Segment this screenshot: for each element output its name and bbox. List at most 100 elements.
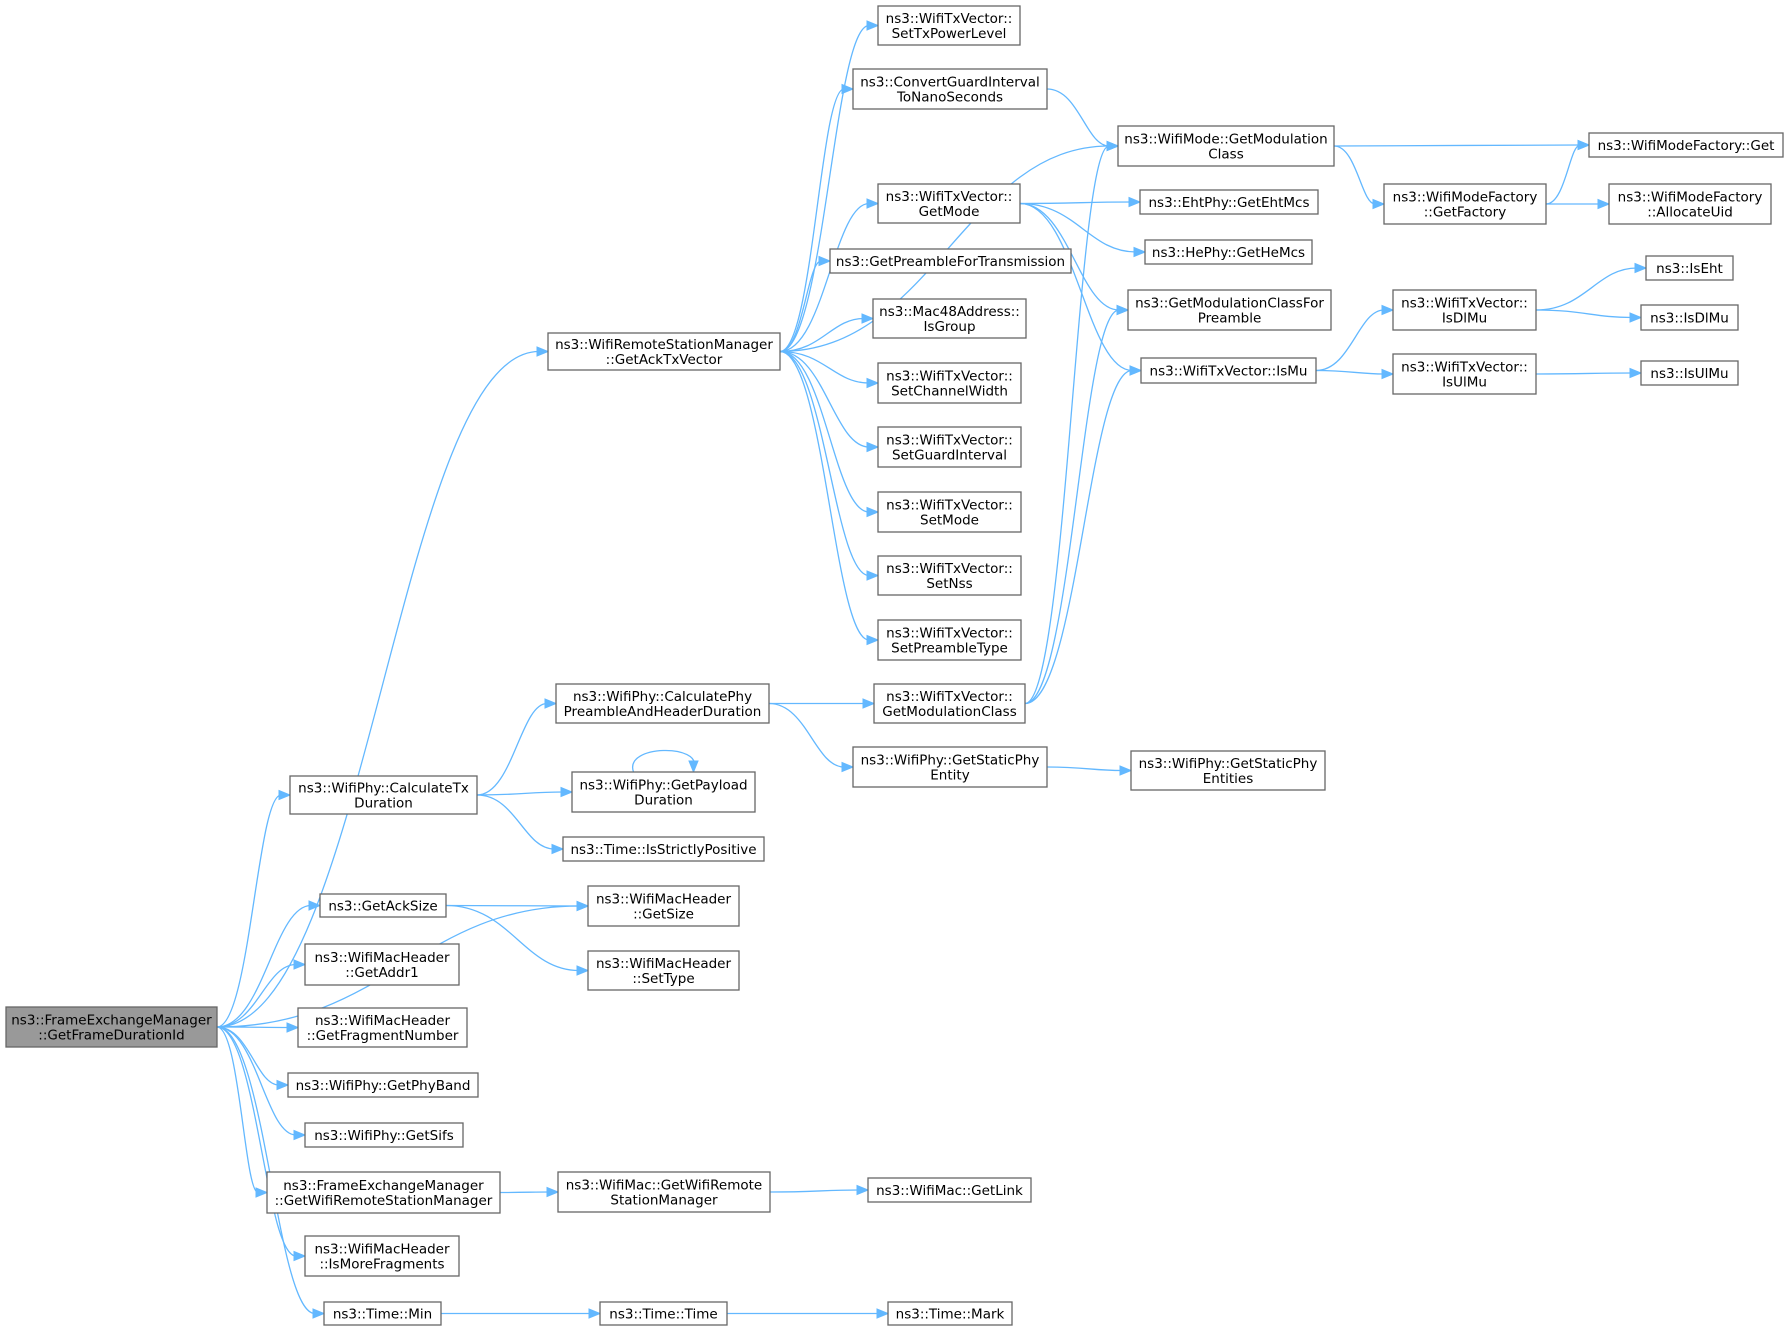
node-box	[877, 619, 1022, 661]
edge-line	[216, 904, 312, 1028]
edge-getAckTxVector-to-setPreambleType	[779, 350, 880, 646]
node-getPreambleTx[interactable]: ns3::GetPreambleForTransmission	[829, 248, 1072, 274]
node-modeGetModClass[interactable]: ns3::WifiMode::GetModulationClass	[1117, 125, 1335, 167]
edge-line	[1019, 202, 1133, 372]
node-label-line: ns3::WifiMac::GetWifiRemote	[566, 1178, 762, 1194]
edge-line	[779, 202, 870, 353]
node-label-line: ns3::WifiTxVector::	[886, 498, 1013, 514]
node-getFragNum[interactable]: ns3::WifiMacHeader::GetFragmentNumber	[297, 1007, 468, 1048]
node-getPhyBand[interactable]: ns3::WifiPhy::GetPhyBand	[287, 1072, 479, 1098]
edge-line	[1024, 309, 1120, 705]
edge-root-to-getPhyBand	[216, 1026, 290, 1091]
edge-txGetMode-to-txIsMu	[1019, 202, 1143, 376]
node-isEht[interactable]: ns3::IsEht	[1645, 255, 1734, 281]
node-label-line: SetNss	[926, 576, 972, 592]
edge-line	[779, 350, 870, 577]
node-label-line: IsUlMu	[1442, 375, 1487, 391]
edge-arrowhead	[1133, 246, 1147, 258]
node-factoryGet[interactable]: ns3::WifiModeFactory::Get	[1588, 132, 1784, 158]
node-macGetSize[interactable]: ns3::WifiMacHeader::GetSize	[587, 885, 740, 927]
node-setChanWidth[interactable]: ns3::WifiTxVector::SetChannelWidth	[877, 362, 1022, 404]
node-setPreambleType[interactable]: ns3::WifiTxVector::SetPreambleType	[877, 619, 1022, 661]
edge-arrowhead	[1629, 312, 1643, 323]
node-label-line: ::GetAddr1	[345, 965, 418, 981]
edge-arrowhead	[1129, 365, 1143, 376]
node-box	[587, 950, 740, 991]
edge-getAckTxVector-to-convertGi	[779, 83, 855, 353]
node-isGroup[interactable]: ns3::Mac48Address::IsGroup	[872, 298, 1027, 339]
node-txIsDlMu[interactable]: ns3::WifiTxVector::IsDlMu	[1392, 289, 1537, 331]
node-root[interactable]: ns3::FrameExchangeManager::GetFrameDurat…	[5, 1006, 218, 1048]
edge-line	[216, 1026, 297, 1136]
node-factoryGetFactory[interactable]: ns3::WifiModeFactory::GetFactory	[1383, 183, 1547, 225]
node-getSifs[interactable]: ns3::WifiPhy::GetSifs	[304, 1122, 464, 1148]
edge-txGetMode-to-ehtGetMcs	[1019, 196, 1142, 208]
edge-arrowhead	[536, 346, 550, 357]
node-macGetWrsm[interactable]: ns3::WifiMac::GetWifiRemoteStationManage…	[557, 1171, 771, 1213]
node-box	[547, 332, 781, 371]
node-timeMin[interactable]: ns3::Time::Min	[323, 1301, 442, 1326]
node-getAckTxVector[interactable]: ns3::WifiRemoteStationManager::GetAckTxV…	[547, 332, 781, 371]
edge-txIsUlMu-to-isUlMu	[1535, 367, 1643, 379]
node-macGetLink[interactable]: ns3::WifiMac::GetLink	[867, 1177, 1032, 1203]
edge-calcTxDuration-to-calcPhyPreamble	[476, 698, 558, 796]
edge-arrowhead	[876, 1308, 890, 1319]
node-timeMark[interactable]: ns3::Time::Mark	[887, 1301, 1013, 1326]
node-label-line: ns3::GetPreambleForTransmission	[836, 254, 1065, 270]
node-isDlMu[interactable]: ns3::IsDlMu	[1640, 304, 1739, 331]
edge-line	[1333, 145, 1376, 205]
node-factoryAllocUid[interactable]: ns3::WifiModeFactory::AllocateUid	[1608, 183, 1772, 225]
node-ehtGetMcs[interactable]: ns3::EhtPhy::GetEhtMcs	[1139, 189, 1319, 215]
node-label-line: ::SetType	[632, 971, 694, 987]
node-getWrsm[interactable]: ns3::FrameExchangeManager::GetWifiRemote…	[266, 1171, 501, 1214]
node-txIsUlMu[interactable]: ns3::WifiTxVector::IsUlMu	[1392, 353, 1537, 395]
node-setMode[interactable]: ns3::WifiTxVector::SetMode	[877, 491, 1022, 533]
edge-arrowhead	[861, 313, 875, 324]
node-box	[1144, 239, 1313, 265]
node-isMoreFrag[interactable]: ns3::WifiMacHeader::IsMoreFragments	[304, 1235, 460, 1277]
edge-line	[1019, 201, 1132, 205]
node-heGetMcs[interactable]: ns3::HePhy::GetHeMcs	[1144, 239, 1313, 265]
node-label-line: ns3::WifiTxVector::	[886, 433, 1013, 449]
node-label-line: ns3::ConvertGuardInterval	[860, 75, 1040, 91]
edge-line	[476, 791, 564, 796]
node-setGi[interactable]: ns3::WifiTxVector::SetGuardInterval	[877, 426, 1022, 468]
node-getAckSize[interactable]: ns3::GetAckSize	[319, 893, 447, 918]
node-macSetType[interactable]: ns3::WifiMacHeader::SetType	[587, 950, 740, 991]
node-isStrictlyPos[interactable]: ns3::Time::IsStrictlyPositive	[562, 836, 765, 862]
edge-root-to-timeMin	[216, 1026, 326, 1319]
node-setTxPower[interactable]: ns3::WifiTxVector::SetTxPowerLevel	[877, 5, 1021, 46]
node-setNss[interactable]: ns3::WifiTxVector::SetNss	[877, 555, 1022, 596]
node-getAddr1[interactable]: ns3::WifiMacHeader::GetAddr1	[304, 943, 460, 986]
node-label-line: ::GetFragmentNumber	[307, 1028, 459, 1044]
node-label-line: ::IsMoreFragments	[319, 1257, 444, 1273]
edge-arrowhead	[1634, 262, 1648, 274]
node-box	[1392, 289, 1537, 331]
edge-line	[779, 350, 870, 384]
node-isUlMu[interactable]: ns3::IsUlMu	[1640, 360, 1739, 386]
node-box	[287, 1072, 479, 1098]
node-label-line: GetModulationClass	[882, 704, 1017, 720]
node-label-line: ns3::WifiPhy::GetSifs	[314, 1128, 454, 1144]
edge-calcTxDuration-to-isStrictlyPos	[476, 794, 565, 855]
node-box	[304, 1122, 464, 1148]
edge-line	[216, 1026, 290, 1029]
node-label-line: ns3::Time::IsStrictlyPositive	[570, 842, 756, 858]
node-box	[877, 491, 1022, 533]
node-timeTime[interactable]: ns3::Time::Time	[599, 1301, 728, 1326]
node-txGetModClass[interactable]: ns3::WifiTxVector::GetModulationClass	[873, 683, 1026, 724]
node-label-line: ns3::WifiPhy::CalculateTx	[298, 781, 469, 797]
node-calcPhyPreamble[interactable]: ns3::WifiPhy::CalculatePhyPreambleAndHea…	[555, 683, 770, 724]
node-box	[1645, 255, 1734, 281]
node-label-line: ns3::WifiMode::GetModulation	[1124, 132, 1327, 148]
node-txGetMode[interactable]: ns3::WifiTxVector::GetMode	[877, 183, 1021, 224]
node-txIsMu[interactable]: ns3::WifiTxVector::IsMu	[1140, 357, 1317, 384]
edge-txIsDlMu-to-isDlMu	[1535, 309, 1643, 323]
edge-txGetModClass-to-getModClassForPreamble	[1024, 304, 1130, 705]
